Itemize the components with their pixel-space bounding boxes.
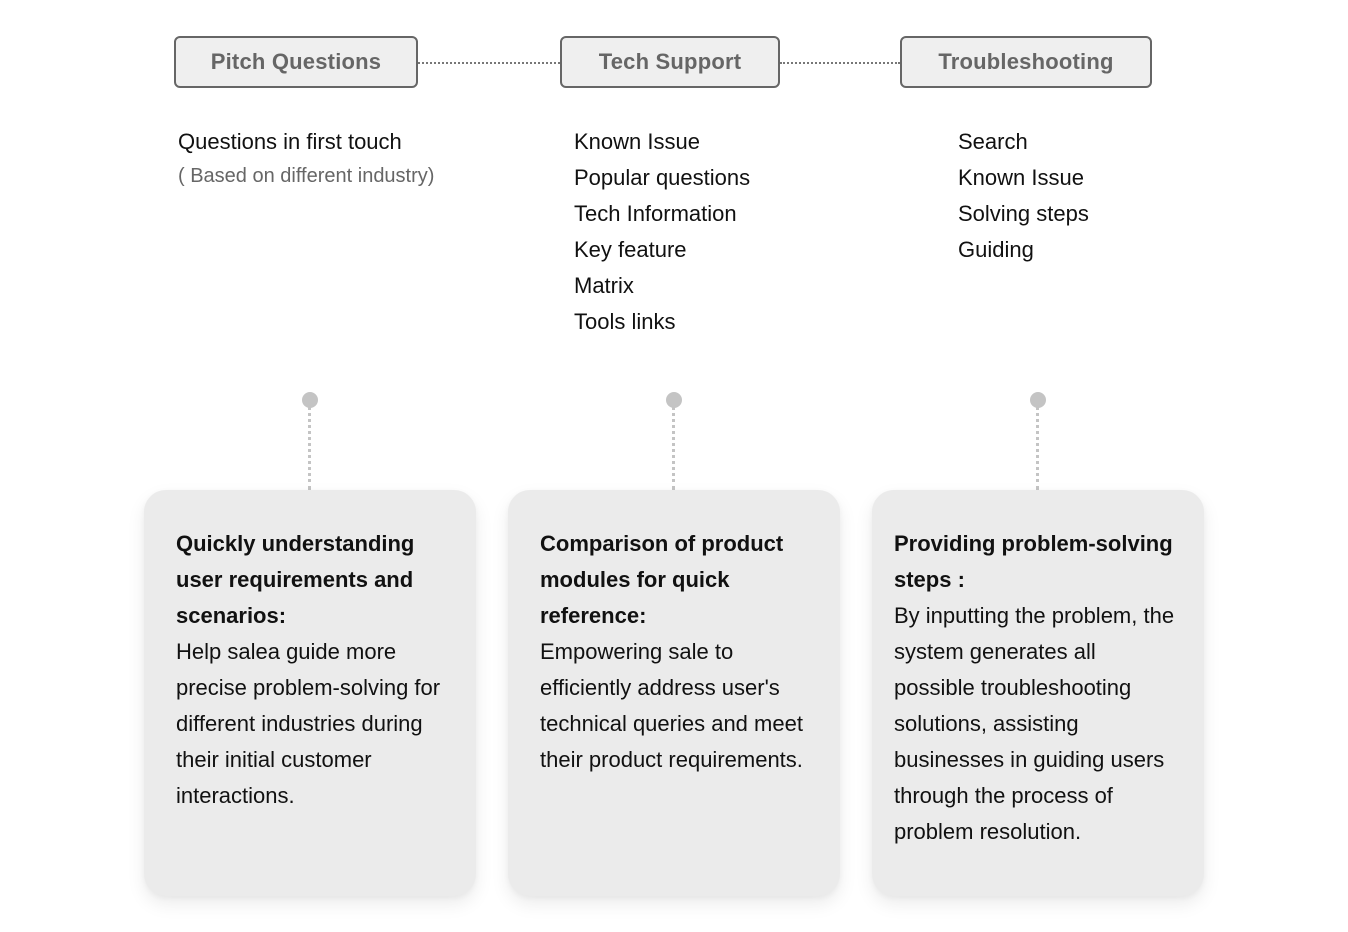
list-item: Key feature [574,237,687,262]
category-tag-pitch-questions: Pitch Questions [174,36,418,88]
vertical-dotted-connector [1036,406,1039,490]
card-body: Empowering sale to efficiently address u… [540,639,803,772]
list-item: Popular questions [574,165,751,190]
troubleshooting-list: Search Known Issue Solving steps Guiding [958,124,1089,268]
list-item: Matrix [574,273,634,298]
list-item: Guiding [958,237,1034,262]
list-item: Tools links [574,309,676,334]
category-tag-troubleshooting: Troubleshooting [900,36,1152,88]
vertical-dotted-connector [308,406,311,490]
list-item: Questions in first touch [178,129,402,154]
list-item: Tech Information [574,201,737,226]
connector-dot [666,392,682,408]
card-title: Providing problem-solving steps : [894,531,1173,592]
connector-dot [1030,392,1046,408]
card-body: By inputting the problem, the system gen… [894,603,1175,844]
list-note: ( Based on different industry) [178,165,435,187]
list-item: Search [958,129,1028,154]
dotted-connector [780,62,900,64]
pitch-questions-list: Questions in first touch ( Based on diff… [178,124,434,192]
card-title: Comparison of product modules for quick … [540,531,784,628]
card-troubleshooting: Providing problem-solving steps : By inp… [872,490,1204,896]
card-pitch-questions: Quickly understanding user requirements … [144,490,476,896]
vertical-dotted-connector [672,406,675,490]
card-tech-support: Comparison of product modules for quick … [508,490,840,896]
card-title: Quickly understanding user requirements … [176,531,415,628]
list-item: Solving steps [958,201,1089,226]
tech-support-list: Known Issue Popular questions Tech Infor… [574,124,750,340]
list-item: Known Issue [958,165,1084,190]
connector-dot [302,392,318,408]
dotted-connector [418,62,560,64]
list-item: Known Issue [574,129,700,154]
card-body: Help salea guide more precise problem-so… [176,639,441,808]
category-tag-tech-support: Tech Support [560,36,780,88]
